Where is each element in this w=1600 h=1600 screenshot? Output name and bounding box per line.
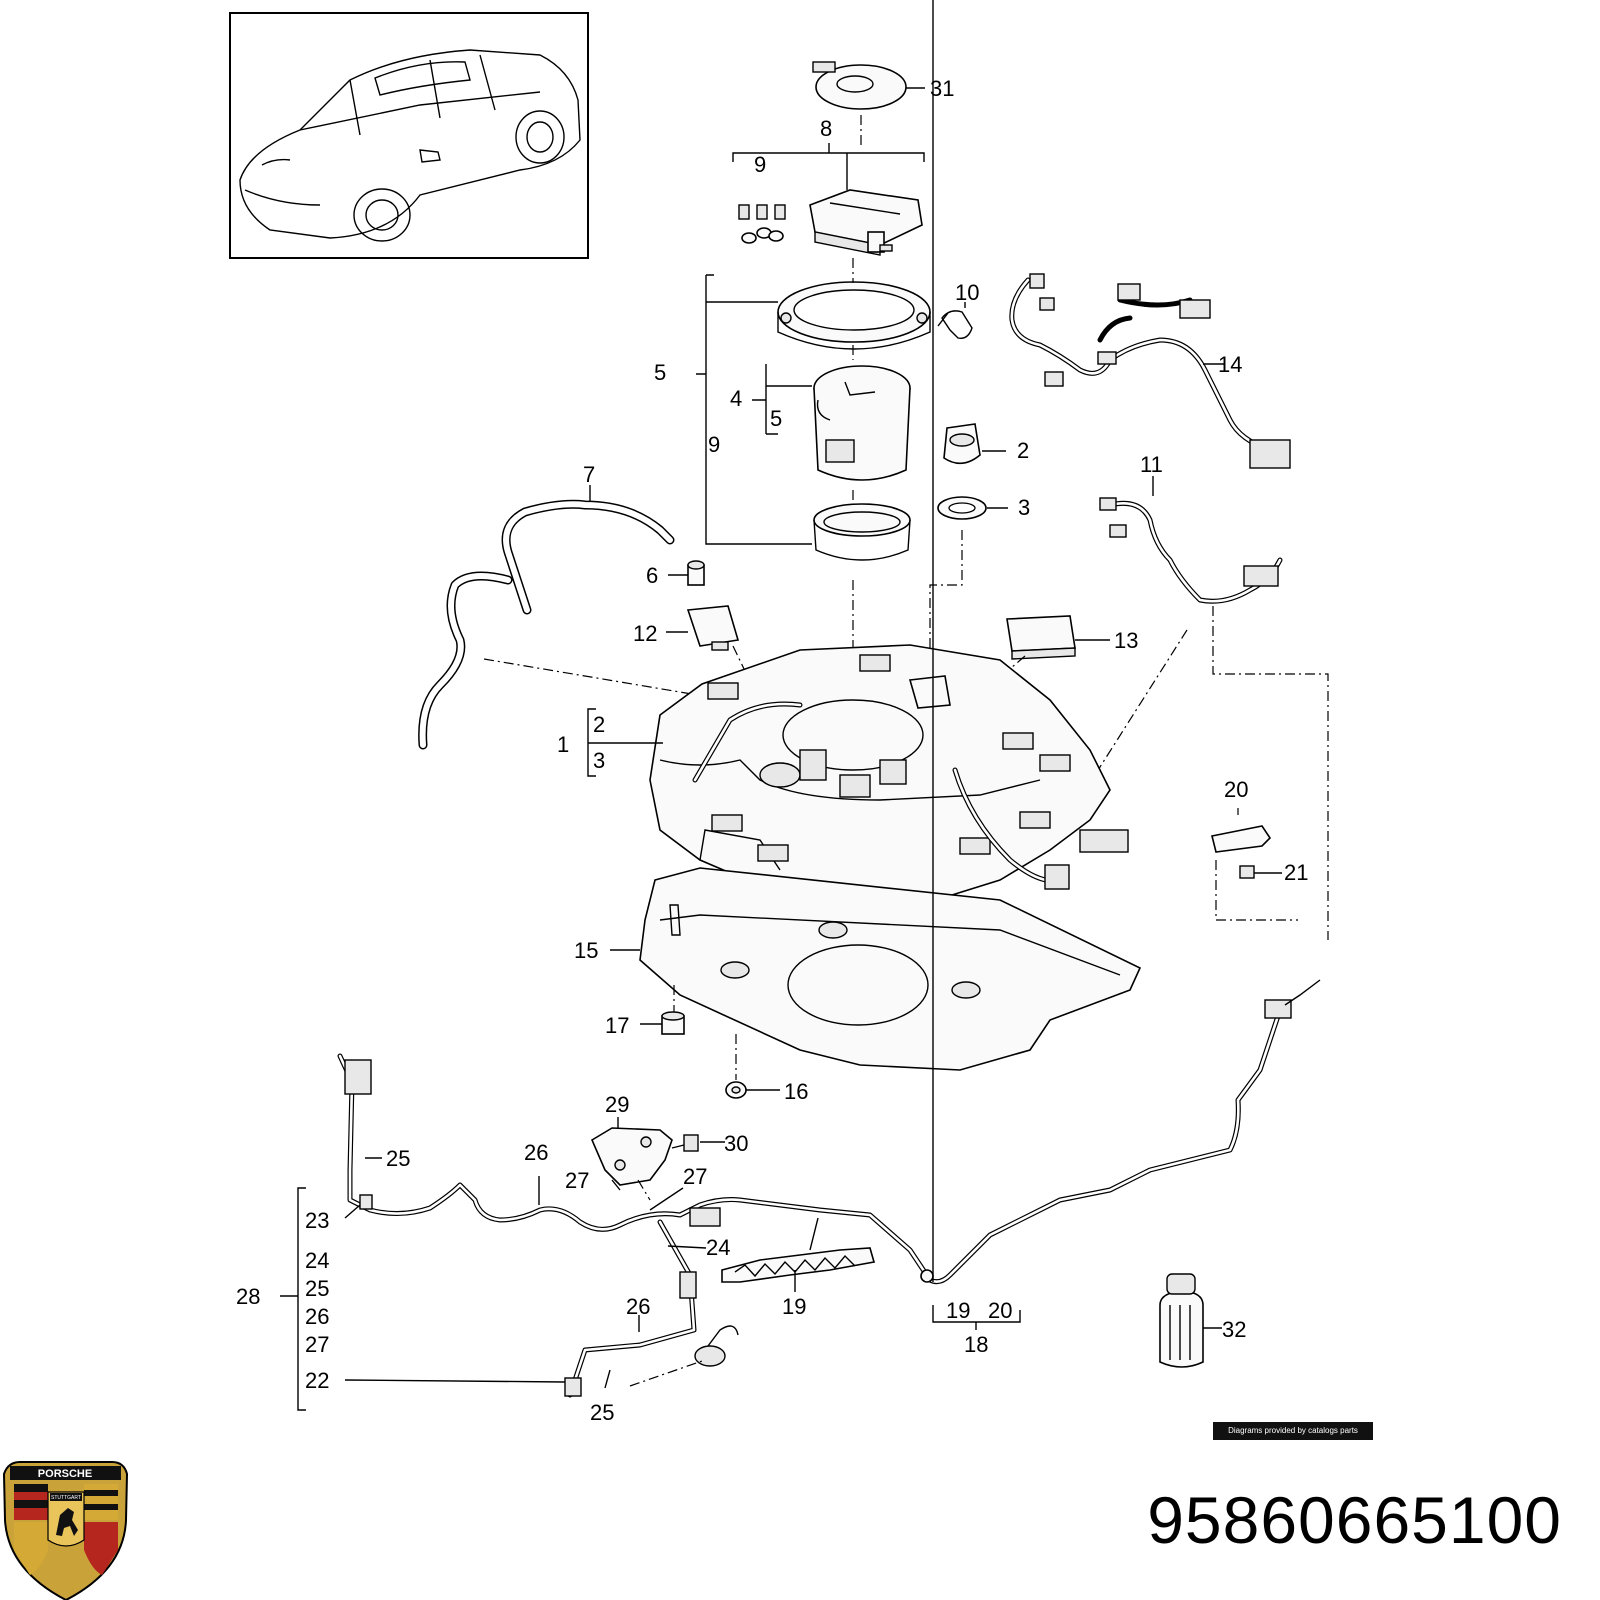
callout-2: 2	[1017, 438, 1029, 463]
callout-11: 11	[1140, 452, 1163, 477]
lock-ring	[777, 281, 931, 350]
heat-shield	[721, 1217, 876, 1292]
callout-27: 27	[565, 1168, 589, 1193]
mounting-bracket	[590, 1117, 673, 1186]
callout-9: 9	[754, 152, 766, 177]
callout-2: 2	[593, 712, 605, 737]
vent-hose	[418, 485, 675, 750]
part-number: 95860665100	[1147, 1483, 1562, 1557]
callout-3: 3	[1018, 495, 1030, 520]
callout-25: 25	[386, 1146, 410, 1171]
pressure-sensor-module	[809, 189, 923, 256]
nut	[725, 1081, 780, 1099]
service-cap	[943, 423, 1006, 465]
vehicle-thumbnail	[229, 12, 589, 259]
hose-connector	[668, 560, 705, 586]
screw-set	[738, 204, 786, 244]
tank-shield	[639, 867, 1142, 1071]
fuel-tank	[649, 644, 1129, 906]
callout-27: 27	[305, 1332, 329, 1357]
callout-19: 19	[782, 1294, 806, 1319]
callout-30: 30	[724, 1131, 748, 1156]
callout-9: 9	[708, 432, 720, 457]
wiring-harness-upper	[1009, 273, 1291, 469]
wiring-harness-sensor	[1099, 476, 1283, 604]
callout-24: 24	[305, 1248, 329, 1273]
callout-31: 31	[930, 76, 954, 101]
callout-12: 12	[633, 621, 657, 646]
callout-21: 21	[1284, 860, 1308, 885]
callout-22: 22	[305, 1368, 329, 1393]
tank-flange-cover	[812, 61, 925, 110]
callout-24: 24	[706, 1235, 730, 1260]
callout-19: 19	[946, 1298, 970, 1323]
callout-3: 3	[593, 748, 605, 773]
callout-8: 8	[820, 116, 832, 141]
fuel-pump-control-unit	[666, 605, 740, 651]
callout-28: 28	[236, 1284, 260, 1309]
callout-27: 27	[683, 1164, 707, 1189]
hose-clip	[937, 302, 973, 339]
fuel-pump-unit	[813, 365, 911, 481]
callout-26: 26	[305, 1304, 329, 1329]
fuel-line-assembly	[337, 979, 1321, 1398]
cap-seal-ring	[937, 496, 1008, 520]
tank-seal-ring	[813, 503, 911, 561]
callout-5: 5	[770, 406, 782, 431]
callout-labels: 31 8 9 10 14 5 4 5 9 2 3 7 11 6 12 13 1 …	[236, 76, 1308, 1425]
line-holder	[1211, 825, 1282, 879]
callout-13: 13	[1114, 628, 1138, 653]
additive-bottle	[1159, 1273, 1222, 1368]
credit-badge: Diagrams provided by catalogs parts	[1213, 1422, 1373, 1440]
callout-4: 4	[730, 386, 742, 411]
callout-14: 14	[1218, 352, 1242, 377]
logo-wordmark: PORSCHE	[38, 1468, 92, 1480]
callout-7: 7	[583, 462, 595, 487]
callout-18: 18	[964, 1332, 988, 1357]
callout-26: 26	[524, 1140, 548, 1165]
porsche-crest-icon: PORSCHE STUTTGART	[2, 1461, 129, 1600]
callout-20: 20	[988, 1298, 1012, 1323]
callout-32: 32	[1222, 1317, 1246, 1342]
callout-5: 5	[654, 360, 666, 385]
callout-25: 25	[305, 1276, 329, 1301]
callout-25: 25	[590, 1400, 614, 1425]
callout-6: 6	[646, 563, 658, 588]
bolt	[671, 1134, 725, 1152]
grommet	[640, 1011, 685, 1035]
callout-10: 10	[955, 280, 979, 305]
callout-16: 16	[784, 1079, 808, 1104]
callout-29: 29	[605, 1092, 629, 1117]
electronics-module	[1006, 615, 1110, 660]
callout-23: 23	[305, 1208, 329, 1233]
callout-20: 20	[1224, 777, 1248, 802]
callout-1: 1	[557, 732, 569, 757]
callout-17: 17	[605, 1013, 629, 1038]
logo-city-text: STUTTGART	[51, 1495, 81, 1501]
callout-26: 26	[626, 1294, 650, 1319]
callout-15: 15	[574, 938, 598, 963]
